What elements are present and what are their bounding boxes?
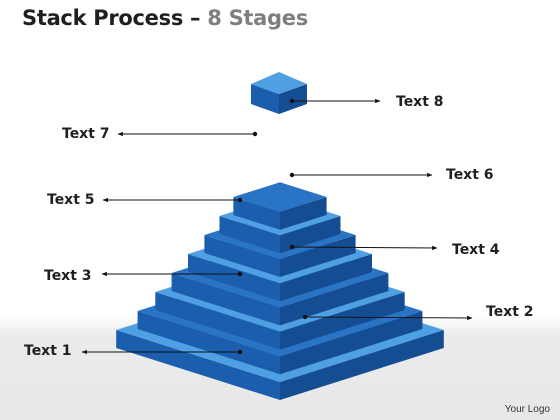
connector-7 — [117, 131, 258, 137]
tier-4-right-face — [280, 273, 389, 326]
tier-1-right-face — [280, 330, 444, 400]
connector-line-2 — [304, 315, 473, 321]
tier-2-left-face — [137, 311, 280, 375]
title-dash: – — [183, 6, 208, 30]
connector-5 — [102, 197, 243, 203]
stage-label-6: Text 6 — [446, 167, 494, 183]
logo-placeholder: Your Logo — [504, 404, 550, 415]
tier-7-right-face — [280, 216, 341, 254]
stage-label-1: Text 1 — [24, 343, 72, 359]
pyramid-tier-8 — [233, 182, 327, 230]
connector-line-4 — [291, 245, 438, 251]
connector-arrows — [81, 98, 473, 355]
cube-top-face — [251, 72, 307, 94]
pyramid-tiers — [116, 72, 444, 400]
stage-label-4: Text 4 — [452, 242, 500, 258]
connector-2 — [302, 314, 473, 321]
tier-3-left-face — [155, 292, 280, 350]
connector-dot-5 — [237, 197, 243, 203]
connector-dot-3 — [237, 271, 243, 277]
stage-label-5: Text 5 — [47, 192, 95, 208]
page-title: Stack Process – 8 Stages — [22, 6, 308, 30]
connector-dot-6 — [289, 172, 295, 178]
pyramid-top-cube — [251, 72, 307, 114]
tier-1-left-face — [116, 330, 280, 400]
tier-5-right-face — [280, 254, 372, 302]
connector-dot-2 — [302, 314, 308, 320]
stage-label-3: Text 3 — [44, 268, 92, 284]
tier-7-left-face — [219, 216, 280, 254]
tier-5-left-face — [188, 254, 280, 302]
stage-label-2: Text 2 — [486, 304, 534, 320]
tier-6-right-face — [280, 235, 356, 277]
connector-dot-1 — [237, 349, 243, 355]
stage-label-8: Text 8 — [396, 94, 444, 110]
connector-dot-8 — [289, 98, 295, 104]
connector-6 — [289, 172, 433, 178]
connector-3 — [101, 271, 243, 277]
connector-8 — [289, 98, 381, 104]
tier-8-top-face — [233, 182, 327, 212]
tier-2-right-face — [280, 311, 423, 375]
stage-label-7: Text 7 — [62, 126, 110, 142]
connector-1 — [81, 349, 243, 355]
connector-4 — [289, 244, 438, 251]
tier-3-right-face — [280, 292, 405, 350]
tier-4-left-face — [171, 273, 280, 326]
connector-dot-4 — [289, 244, 295, 250]
tier-8-left-face — [233, 197, 280, 230]
tier-8-right-face — [280, 197, 327, 230]
connector-dot-7 — [252, 131, 258, 137]
title-sub: 8 Stages — [207, 6, 308, 30]
tier-6-left-face — [204, 235, 280, 277]
title-main: Stack Process — [22, 6, 184, 30]
